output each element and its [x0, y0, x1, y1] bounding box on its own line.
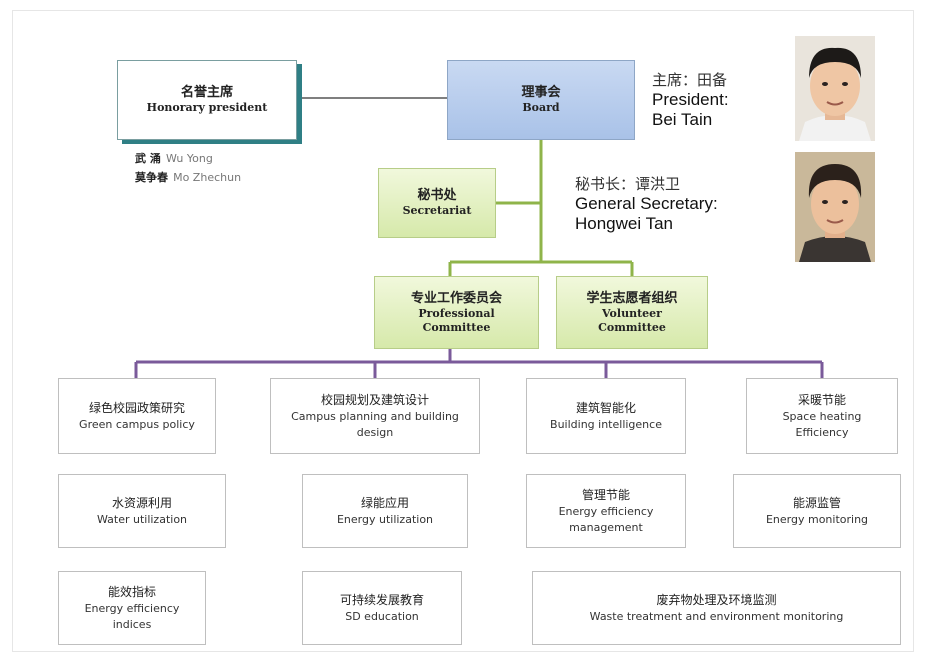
board-en: Board [522, 101, 560, 114]
committee-en: Waste treatment and environment monitori… [589, 610, 844, 623]
volunteer-committee-en2: Committee [598, 320, 666, 334]
volunteer-committee-zh: 学生志愿者组织 [586, 290, 678, 306]
committee-box-efficiency-management: 管理节能 Energy efficiency management [526, 474, 686, 548]
committee-en: Space heating Efficiency [782, 410, 862, 439]
president-info: 主席：田备 President: Bei Tain [652, 70, 729, 130]
secretariat-en: Secretariat [402, 204, 472, 217]
committee-zh: 能源监管 [792, 496, 841, 510]
committee-box-green-campus: 绿色校园政策研究 Green campus policy [58, 378, 216, 454]
committee-en: Energy efficiency management [558, 505, 654, 534]
committee-zh: 可持续发展教育 [339, 593, 424, 607]
committee-en: Green campus policy [79, 418, 195, 431]
general-secretary-name: Hongwei Tan [575, 214, 673, 233]
committee-box-space-heating: 采暖节能 Space heating Efficiency [746, 378, 898, 454]
honorary-president-box: 名誉主席 Honorary president [117, 60, 297, 140]
honorary-president-en: Honorary president [146, 101, 268, 114]
president-title: President: [652, 90, 729, 109]
board-zh: 理事会 [521, 85, 561, 100]
committee-en: SD education [345, 610, 419, 623]
committee-en: Campus planning and building design [291, 410, 459, 439]
committee-en: Energy monitoring [765, 513, 869, 526]
committee-box-energy-monitoring: 能源监管 Energy monitoring [733, 474, 901, 548]
honorary-member-1: 武 涌 Wu Yong [135, 148, 241, 167]
secretariat-box: 秘书处 Secretariat [378, 168, 496, 238]
honorary-member-2: 莫争春 Mo Zhechun [135, 167, 241, 186]
committee-box-campus-planning: 校园规划及建筑设计 Campus planning and building d… [270, 378, 480, 454]
secretariat-zh: 秘书处 [417, 188, 457, 203]
volunteer-committee-en1: Volunteer [602, 306, 662, 320]
honorary-members: 武 涌 Wu Yong 莫争春 Mo Zhechun [135, 148, 241, 186]
president-name: Bei Tain [652, 110, 713, 129]
committee-zh: 校园规划及建筑设计 [320, 393, 429, 407]
member-name-en: Mo Zhechun [173, 171, 242, 184]
committee-zh: 绿色校园政策研究 [88, 401, 185, 415]
professional-committee-box: 专业工作委员会 Professional Committee [374, 276, 539, 349]
committee-en: Building intelligence [550, 418, 662, 431]
president-zh: 主席：田备 [652, 71, 728, 89]
committee-box-efficiency-indices: 能效指标 Energy efficiency indices [58, 571, 206, 645]
committee-box-water: 水资源利用 Water utilization [58, 474, 226, 548]
member-name-zh: 武 涌 [135, 152, 161, 165]
committee-zh: 建筑智能化 [575, 401, 636, 415]
committee-zh: 水资源利用 [111, 496, 172, 510]
general-secretary-photo [795, 152, 875, 262]
committee-en: Energy utilization [336, 513, 434, 526]
professional-committee-zh: 专业工作委员会 [410, 290, 502, 306]
professional-committee-en1: Professional [418, 306, 495, 320]
committee-box-building-intelligence: 建筑智能化 Building intelligence [526, 378, 686, 454]
member-name-zh: 莫争春 [135, 171, 168, 184]
president-photo [795, 36, 875, 141]
general-secretary-title: General Secretary: [575, 194, 718, 213]
committee-zh: 绿能应用 [360, 496, 409, 510]
chart-frame [12, 10, 914, 652]
committee-zh: 管理节能 [581, 488, 630, 502]
board-box: 理事会 Board [447, 60, 635, 140]
general-secretary-zh: 秘书长：谭洪卫 [575, 175, 681, 193]
committee-box-sd-education: 可持续发展教育 SD education [302, 571, 462, 645]
honorary-president-zh: 名誉主席 [180, 85, 233, 100]
committee-zh: 采暖节能 [797, 393, 846, 407]
professional-committee-en2: Committee [422, 320, 491, 334]
committee-en: Water utilization [96, 513, 188, 526]
member-name-en: Wu Yong [165, 152, 213, 165]
committee-zh: 能效指标 [107, 585, 156, 599]
general-secretary-info: 秘书长：谭洪卫 General Secretary: Hongwei Tan [575, 174, 718, 234]
committee-zh: 废弃物处理及环境监测 [656, 593, 777, 607]
committee-box-waste-treatment: 废弃物处理及环境监测 Waste treatment and environme… [532, 571, 901, 645]
committee-box-energy-utilization: 绿能应用 Energy utilization [302, 474, 468, 548]
volunteer-committee-box: 学生志愿者组织 Volunteer Committee [556, 276, 708, 349]
committee-en: Energy efficiency indices [84, 602, 180, 631]
